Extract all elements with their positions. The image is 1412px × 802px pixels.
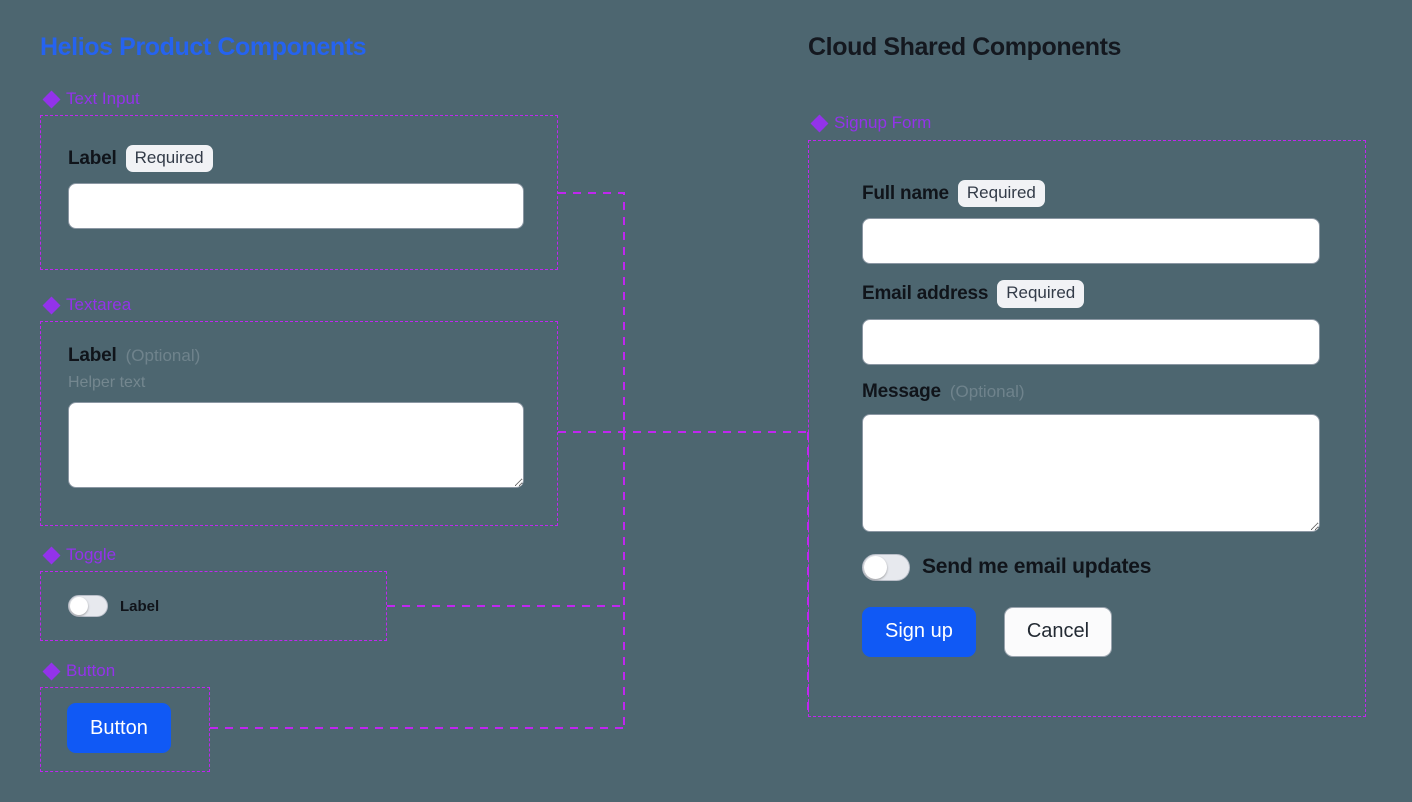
- component-button: Button: [67, 703, 171, 753]
- components-diamond-icon: [42, 296, 61, 314]
- component-text-input: Label Required: [68, 145, 524, 230]
- email-updates-toggle[interactable]: [862, 553, 910, 581]
- page-title-left: Helios Product Components: [40, 33, 367, 61]
- field-label-row: Full name Required: [862, 180, 1320, 208]
- field-label: Full name: [862, 182, 949, 204]
- component-bounds-textarea: [40, 321, 558, 526]
- component-bounds-button: [40, 687, 210, 772]
- toggle-switch[interactable]: [68, 595, 108, 617]
- email-updates-toggle-row: Send me email updates: [862, 553, 1320, 581]
- message-textarea[interactable]: [862, 413, 1320, 532]
- sign-up-button[interactable]: Sign up: [862, 606, 976, 657]
- full-name-input[interactable]: [862, 218, 1320, 265]
- field-full-name: Full name Required: [862, 180, 1320, 265]
- component-bounds-toggle: [40, 571, 387, 641]
- annotation-label: Text Input: [66, 89, 140, 108]
- toggle-label: Label: [120, 597, 160, 615]
- email-address-input[interactable]: [862, 318, 1320, 365]
- connector-text-input: [558, 192, 625, 432]
- components-diamond-icon: [42, 90, 61, 108]
- components-diamond-icon: [42, 662, 61, 680]
- toggle-knob: [70, 597, 88, 615]
- annotation-text-input: Text Input: [42, 89, 140, 109]
- status-badge-required: Required: [957, 180, 1045, 208]
- field-email-address: Email address Required: [862, 280, 1320, 365]
- annotation-label: Button: [66, 661, 116, 680]
- form-actions: Sign up Cancel: [862, 606, 1320, 657]
- page-title-right: Cloud Shared Components: [808, 33, 1122, 61]
- field-label: Label: [68, 147, 117, 169]
- annotation-label: Toggle: [66, 545, 117, 564]
- textarea-field[interactable]: [68, 402, 524, 488]
- field-label: Label: [68, 345, 117, 366]
- field-label-row: Email address Required: [862, 280, 1320, 308]
- component-bounds-text-input: [40, 115, 558, 270]
- components-diamond-icon: [810, 114, 829, 132]
- toggle-knob: [864, 555, 887, 579]
- field-label: Email address: [862, 282, 989, 304]
- cancel-button[interactable]: Cancel: [1003, 606, 1113, 657]
- text-input-field[interactable]: [68, 183, 524, 230]
- components-diamond-icon: [42, 546, 61, 564]
- component-toggle: Label: [68, 595, 159, 617]
- signup-form: Full name Required Email address Require…: [862, 180, 1320, 657]
- component-bounds-signup-form: [808, 140, 1366, 717]
- annotation-signup-form: Signup Form: [810, 113, 932, 133]
- email-updates-label: Send me email updates: [922, 555, 1152, 578]
- component-textarea: Label (Optional) Helper text: [68, 345, 524, 488]
- annotation-label: Textarea: [66, 295, 132, 314]
- demo-button[interactable]: Button: [67, 703, 171, 753]
- annotation-button: Button: [42, 661, 116, 681]
- field-optional-tag: (Optional): [125, 346, 201, 365]
- status-badge-required: Required: [125, 145, 213, 173]
- annotation-label: Signup Form: [834, 113, 932, 132]
- field-optional-tag: (Optional): [949, 381, 1025, 401]
- field-helper-text: Helper text: [68, 374, 146, 391]
- status-badge-required: Required: [997, 280, 1085, 308]
- field-label: Message: [862, 380, 941, 402]
- field-label-row: Message (Optional): [862, 381, 1320, 403]
- annotation-toggle: Toggle: [42, 545, 117, 565]
- field-label-row: Label (Optional): [68, 345, 524, 367]
- toggle-row: Label: [68, 595, 159, 617]
- field-message: Message (Optional): [862, 381, 1320, 532]
- annotation-textarea: Textarea: [42, 295, 132, 315]
- field-label-row: Label Required: [68, 145, 524, 173]
